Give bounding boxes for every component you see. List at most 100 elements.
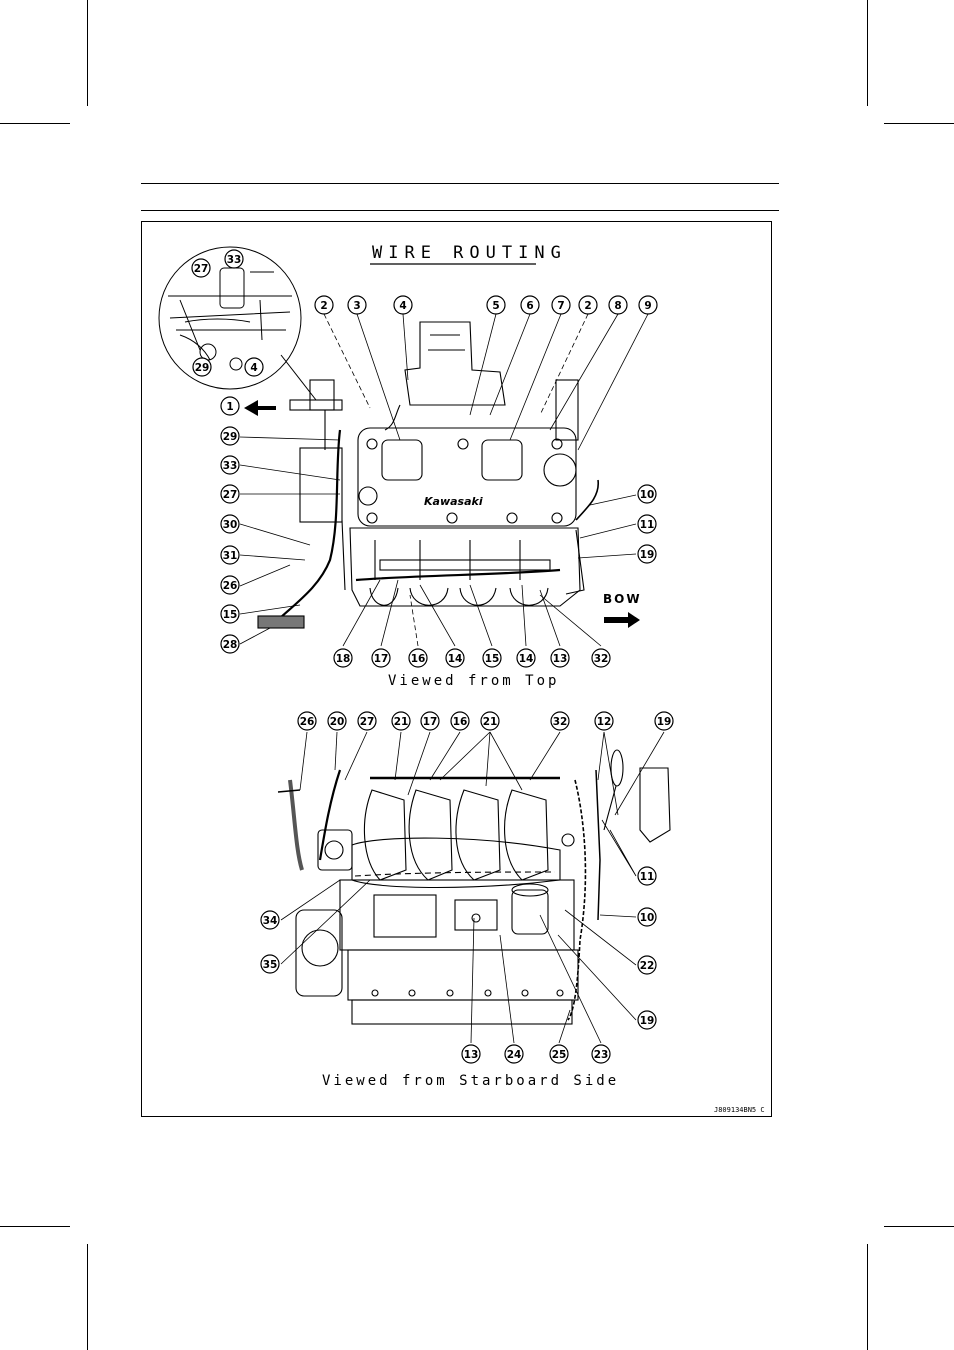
callout-number: 2 [584, 300, 591, 312]
figure-code: J809134BN5 C [714, 1106, 765, 1114]
callout-marker: 10 [638, 485, 656, 503]
callout-marker: 12 [595, 712, 613, 730]
callout-marker: 5 [487, 296, 505, 314]
callout-marker: 27 [192, 259, 210, 277]
callout-marker: 25 [550, 1045, 568, 1063]
callout-number: 27 [360, 716, 375, 728]
callout-marker: 15 [483, 649, 501, 667]
callout-marker: 11 [638, 867, 656, 885]
callout-number: 26 [300, 716, 315, 728]
callout-number: 1 [226, 401, 233, 413]
callout-number: 10 [640, 489, 655, 501]
callout-number: 2 [320, 300, 327, 312]
callout-marker: 26 [221, 576, 239, 594]
callout-marker: 4 [394, 296, 412, 314]
callout-marker: 3 [348, 296, 366, 314]
callout-number: 34 [263, 915, 278, 927]
callout-number: 19 [640, 1015, 655, 1027]
callout-marker: 17 [421, 712, 439, 730]
callout-marker: 29 [193, 358, 211, 376]
callout-number: 32 [594, 653, 609, 665]
callout-marker: 22 [638, 956, 656, 974]
callout-marker: 32 [551, 712, 569, 730]
callout-marker: 2 [315, 296, 333, 314]
callout-number: 15 [223, 609, 238, 621]
callout-number: 35 [263, 959, 278, 971]
callout-marker: 24 [505, 1045, 523, 1063]
callout-number: 9 [644, 300, 651, 312]
callout-marker: 30 [221, 515, 239, 533]
callout-number: 14 [519, 653, 534, 665]
callout-marker: 32 [592, 649, 610, 667]
callout-number: 27 [194, 263, 209, 275]
callout-marker: 11 [638, 515, 656, 533]
caption-side-view: Viewed from Starboard Side [322, 1073, 619, 1089]
callout-marker: 15 [221, 605, 239, 623]
callout-number: 19 [640, 549, 655, 561]
callout-marker: 27 [221, 485, 239, 503]
engine-side-view [278, 750, 670, 1024]
callout-marker: 35 [261, 955, 279, 973]
callout-marker: 18 [334, 649, 352, 667]
callout-number: 12 [597, 716, 612, 728]
bow-arrow-icon [604, 612, 640, 628]
callout-number: 30 [223, 519, 238, 531]
callout-marker: 19 [655, 712, 673, 730]
callout-number: 21 [483, 716, 498, 728]
callout-number: 29 [195, 362, 210, 374]
callouts-detail-inset: 27 33 29 4 [192, 250, 263, 376]
callout-number: 29 [223, 431, 238, 443]
callout-number: 28 [223, 639, 238, 651]
callout-marker: 28 [221, 635, 239, 653]
callout-number: 17 [423, 716, 438, 728]
callout-number: 5 [492, 300, 499, 312]
callout-marker: 21 [392, 712, 410, 730]
callout-number: 17 [374, 653, 389, 665]
callout-number: 31 [223, 550, 238, 562]
callout-marker: 13 [462, 1045, 480, 1063]
callout-marker: 33 [221, 456, 239, 474]
callout-marker: 20 [328, 712, 346, 730]
callout-number: 14 [448, 653, 463, 665]
callout-number: 4 [250, 362, 257, 374]
callout-number: 11 [640, 519, 655, 531]
bow-label: BOW [603, 592, 642, 606]
callout-marker: 16 [409, 649, 427, 667]
callout-marker: 27 [358, 712, 376, 730]
callout-marker: 34 [261, 911, 279, 929]
callout-marker: 13 [551, 649, 569, 667]
callout-number: 6 [526, 300, 533, 312]
callout-marker: 23 [592, 1045, 610, 1063]
callout-marker: 26 [298, 712, 316, 730]
callout-number: 18 [336, 653, 351, 665]
callout-number: 13 [553, 653, 568, 665]
callout-number: 32 [553, 716, 568, 728]
callout-number: 22 [640, 960, 655, 972]
callout-number: 26 [223, 580, 238, 592]
detail-inset [159, 247, 316, 400]
caption-top-view: Viewed from Top [388, 673, 559, 689]
callout-number: 13 [464, 1049, 479, 1061]
callout-marker: 10 [638, 908, 656, 926]
callout-number: 21 [394, 716, 409, 728]
callout-marker: 14 [446, 649, 464, 667]
callout-marker: 4 [245, 358, 263, 376]
callout-marker: 21 [481, 712, 499, 730]
diagram-title: WIRE ROUTING [372, 243, 567, 263]
callout-number: 7 [557, 300, 564, 312]
callout-number: 20 [330, 716, 345, 728]
callout-number: 3 [353, 300, 360, 312]
callout-marker: 31 [221, 546, 239, 564]
callout-number: 19 [657, 716, 672, 728]
callout-number: 24 [507, 1049, 522, 1061]
arrow-left-icon [244, 400, 276, 416]
callout-marker: 6 [521, 296, 539, 314]
callout-number: 23 [594, 1049, 609, 1061]
callout-number: 16 [411, 653, 426, 665]
callout-number: 27 [223, 489, 238, 501]
callout-marker: 2 [579, 296, 597, 314]
callout-marker: 8 [609, 296, 627, 314]
callout-number: 11 [640, 871, 655, 883]
callout-number: 33 [227, 254, 242, 266]
